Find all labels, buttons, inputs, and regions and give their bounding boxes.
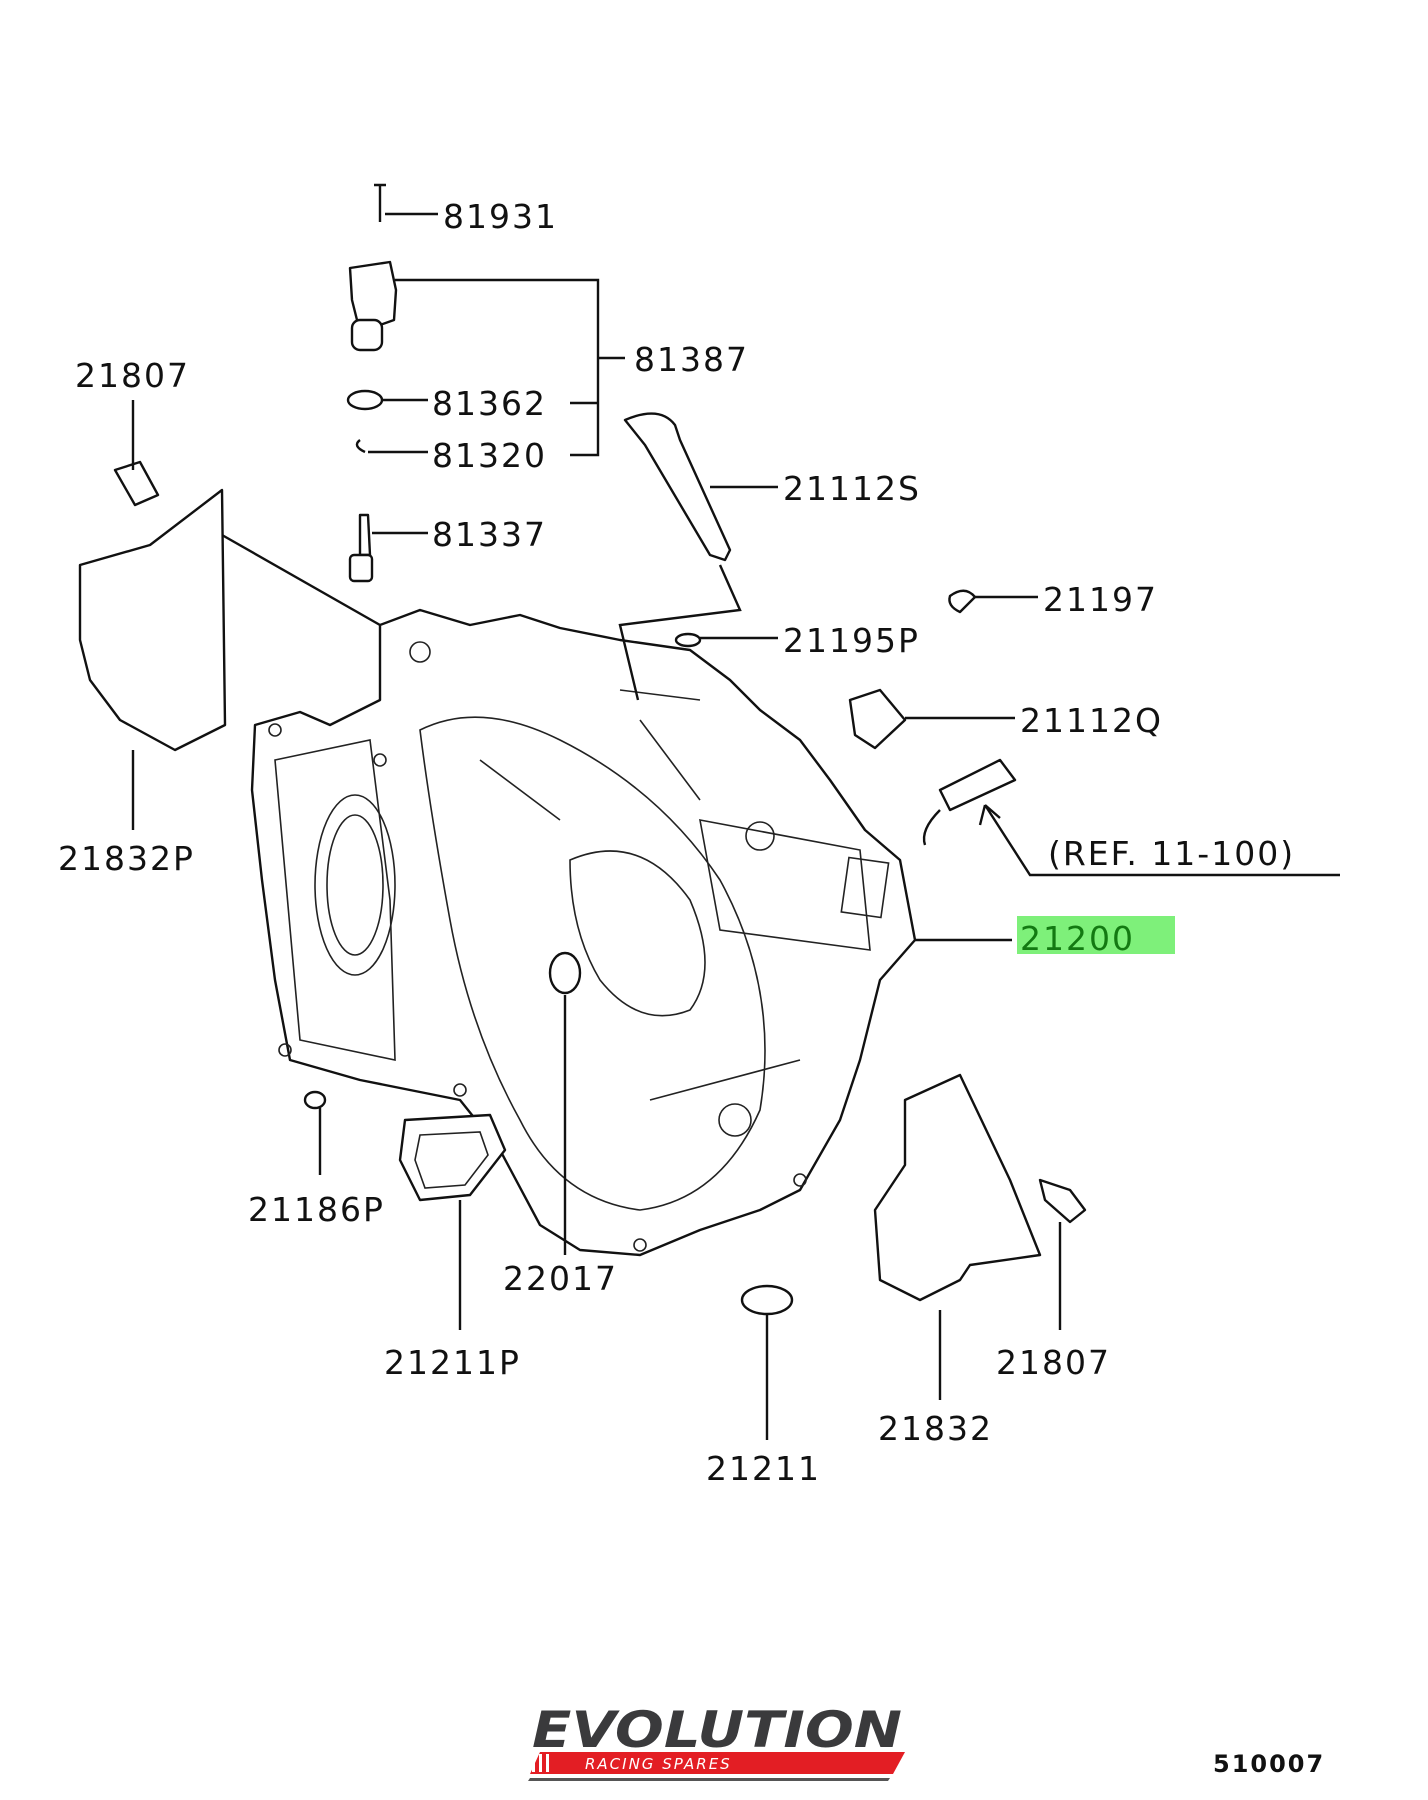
part-labels: 81931 81387 21807 81362 81320 21112S 813… — [58, 197, 1325, 1778]
label-81931[interactable]: 81931 — [443, 197, 558, 236]
evolution-racing-spares-logo: EVOLUTION RACING SPARES — [528, 1701, 905, 1781]
logo-sub-text: RACING SPARES — [585, 1755, 732, 1773]
label-81337[interactable]: 81337 — [432, 515, 547, 554]
label-81387[interactable]: 81387 — [634, 340, 749, 379]
label-21211[interactable]: 21211 — [706, 1449, 821, 1488]
label-22017[interactable]: 22017 — [503, 1259, 618, 1298]
label-21807-top[interactable]: 21807 — [75, 356, 190, 395]
label-21186P[interactable]: 21186P — [248, 1190, 385, 1229]
label-ref: (REF. 11-100) — [1048, 834, 1295, 873]
label-21112Q[interactable]: 21112Q — [1020, 701, 1163, 740]
label-21200[interactable]: 21200 — [1020, 919, 1135, 958]
label-21832P[interactable]: 21832P — [58, 839, 195, 878]
label-81362[interactable]: 81362 — [432, 384, 547, 423]
diagram-code: 510007 — [1213, 1750, 1325, 1778]
leader-lines — [131, 212, 1340, 1440]
label-21807-bottom[interactable]: 21807 — [996, 1343, 1111, 1382]
transmission-case-drawing — [250, 608, 917, 1257]
label-21112S[interactable]: 21112S — [783, 469, 921, 508]
logo-main-text: EVOLUTION — [532, 1701, 902, 1759]
label-21197[interactable]: 21197 — [1043, 580, 1158, 619]
label-21832[interactable]: 21832 — [878, 1409, 993, 1448]
highlight-21200 — [1017, 916, 1175, 954]
label-21195P[interactable]: 21195P — [783, 621, 920, 660]
label-81320[interactable]: 81320 — [432, 436, 547, 475]
label-21211P[interactable]: 21211P — [384, 1343, 521, 1382]
component-drawings — [78, 183, 1087, 1316]
